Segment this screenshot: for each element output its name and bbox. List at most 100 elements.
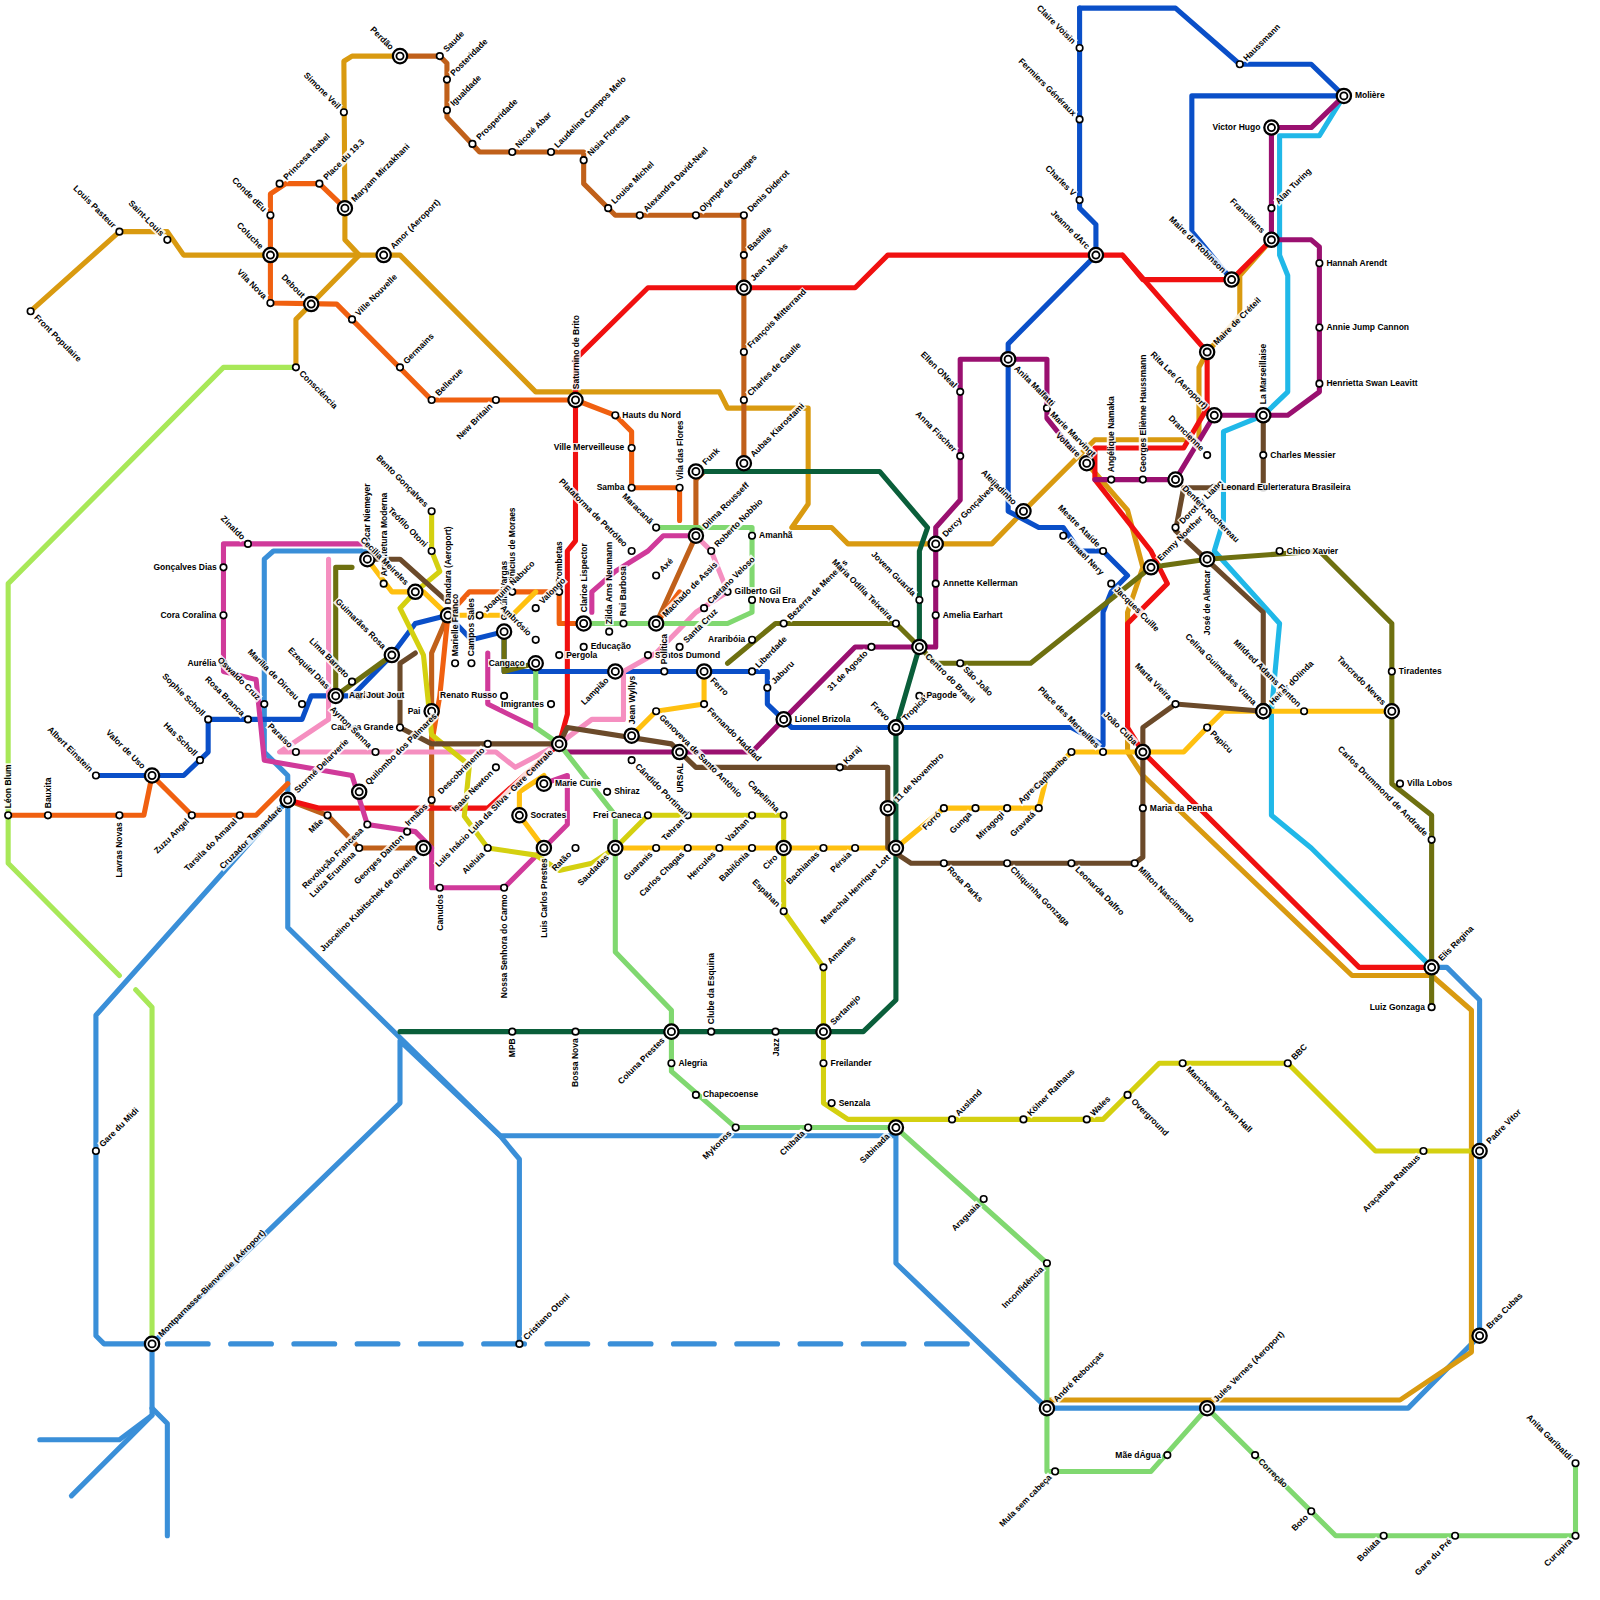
station-name: Elis Regina: [1436, 923, 1476, 963]
station-dot: [529, 656, 543, 670]
station-dot: [608, 841, 622, 855]
station-name: Irmãos: [403, 801, 430, 828]
station-name: Maracanã: [620, 491, 655, 526]
station-dot: [349, 678, 356, 685]
station-dot: [220, 564, 227, 571]
station-dot: [1340, 92, 1347, 99]
station-name: Front Populaire: [32, 312, 84, 364]
station-dot: [1316, 380, 1323, 387]
station-name: Amantes: [825, 933, 858, 966]
station-dot: [628, 548, 635, 555]
station-dot: [749, 668, 756, 675]
station-dot: [580, 644, 587, 651]
station-name: Leonarda Dalfro: [1073, 864, 1127, 918]
station-name: Paraíso: [265, 721, 294, 750]
metro-line: [1214, 96, 1431, 967]
station-dot: [1211, 412, 1218, 419]
station-name: Laudelina Campos Melo: [552, 74, 628, 150]
station-name: Louis Pasteur: [71, 183, 118, 230]
station-name: Capelinha: [746, 778, 782, 814]
station-name: Lavras Novas: [115, 821, 124, 878]
station-dot: [1200, 1401, 1214, 1415]
station-dot: [653, 524, 660, 531]
station-name: Maire de Robinson: [1166, 214, 1227, 275]
station-dot: [537, 777, 551, 791]
station-name: Charles V: [1043, 163, 1078, 198]
station-dot: [352, 785, 366, 799]
station-dot: [668, 1028, 675, 1035]
station-name: Zinaldo: [218, 514, 247, 543]
line-group: [8, 8, 1575, 1536]
station-name: João Cuba: [1101, 710, 1139, 748]
station-dot: [1397, 780, 1404, 787]
station-name: Mãe dÁgua: [1114, 1451, 1161, 1460]
station-dot: [672, 745, 686, 759]
station-name: Coluna Prestes: [616, 1035, 667, 1086]
metro-line: [432, 615, 448, 744]
station-name: Jovem Guarda: [869, 549, 918, 598]
station-dot: [1076, 116, 1083, 123]
station-dot: [1136, 745, 1150, 759]
station-dot: [372, 749, 379, 756]
station-dot: [509, 149, 516, 156]
station-name: Haussmann: [1241, 21, 1282, 62]
station-name: Ellen ONeal: [918, 350, 959, 391]
station-dot: [412, 588, 419, 595]
station-dot: [420, 844, 427, 851]
station-name: Georges Eliènne Haussmann: [1139, 354, 1148, 474]
station-name: Amelia Earhart: [942, 611, 1004, 620]
metro-line: [71, 1415, 152, 1496]
station-name: Alegria: [677, 1059, 708, 1068]
station-name: Jacques Cuille: [1112, 585, 1162, 635]
station-name: Guaranis: [621, 849, 654, 882]
station-dot: [929, 537, 943, 551]
station-name: Clarice Lispector: [579, 542, 588, 613]
metro-line: [96, 8, 1128, 775]
station-dot: [116, 812, 123, 819]
station-dot: [637, 212, 644, 219]
station-dot: [628, 445, 635, 452]
station-dot: [1004, 860, 1011, 867]
station-dot: [892, 724, 899, 731]
station-dot: [493, 764, 500, 771]
station-name: Charles Messier: [1269, 451, 1336, 460]
station-dot: [540, 844, 547, 851]
station-name: José de Alencar: [1203, 569, 1212, 636]
station-name: Gare du Pré: [1413, 1537, 1454, 1578]
station-dot: [628, 732, 635, 739]
station-name: Guimarães Rosa: [333, 596, 388, 651]
station-dot: [624, 729, 638, 743]
station-name: Vila das Flores: [675, 420, 684, 482]
station-dot: [1452, 1532, 1459, 1539]
station-name: Karaj: [841, 743, 863, 765]
station-dot: [741, 397, 748, 404]
station-name: Cangaço: [488, 659, 526, 668]
station-dot: [701, 605, 708, 612]
station-name: Jaburu: [769, 659, 796, 686]
station-dot: [437, 884, 444, 891]
station-dot: [116, 228, 123, 235]
station-dot: [1089, 248, 1103, 262]
station-dot: [1264, 120, 1278, 134]
station-name: Jazz: [771, 1037, 780, 1057]
station-name: Miragogi: [974, 809, 1006, 841]
station-dot: [820, 845, 827, 852]
metro-line: [167, 1341, 969, 1346]
station-name: Nicolé Abar: [513, 110, 554, 151]
station-dot: [580, 620, 587, 627]
station-dot: [540, 780, 547, 787]
station-dot: [1005, 356, 1012, 363]
station-dot: [889, 841, 903, 855]
metro-line: [270, 255, 679, 520]
station-name: Bauxita: [44, 776, 53, 809]
station-dot: [1204, 452, 1211, 459]
station-dot: [612, 668, 619, 675]
station-dot: [568, 393, 582, 407]
station-name: Chiquinha Gonzaga: [1008, 864, 1072, 928]
station-dot: [316, 180, 323, 187]
station-name: Freilander: [829, 1059, 872, 1068]
station-dot: [1068, 749, 1075, 756]
station-name: La Marseillaise: [1259, 343, 1268, 405]
metro-line: [1207, 551, 1431, 1007]
